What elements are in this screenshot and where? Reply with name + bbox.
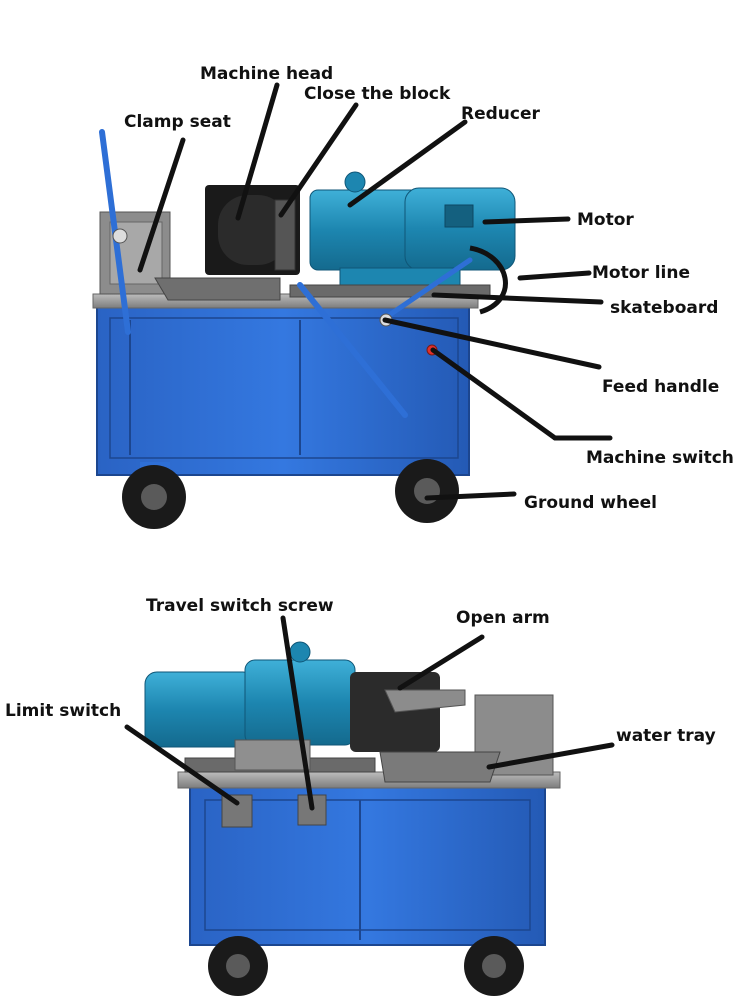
machine-head (205, 185, 300, 275)
motor-rear (144, 641, 356, 748)
label-ground-wheel: Ground wheel (524, 493, 658, 513)
machine-cabinet (96, 304, 470, 476)
chip-tray (154, 277, 281, 301)
rear-wheel-right (464, 936, 524, 996)
top-leader-lines (137, 82, 613, 501)
label-reducer: Reducer (461, 104, 540, 124)
bottom-machine-illustration (144, 641, 561, 996)
top-machine-illustration (92, 129, 516, 529)
bottom-leader-lines (124, 615, 615, 811)
machine-cabinet-rear (189, 784, 546, 946)
limit-switch (221, 794, 253, 828)
label-machine-head: Machine head (200, 64, 334, 84)
ground-wheel-left (122, 462, 186, 529)
label-limit-switch: Limit switch (5, 701, 122, 721)
label-travel-switch-screw: Travel switch screw (146, 596, 334, 616)
label-motor: Motor (577, 210, 634, 230)
water-tray (379, 751, 501, 783)
label-open-arm: Open arm (456, 608, 550, 628)
rear-wheel-left (208, 936, 268, 996)
label-feed-handle: Feed handle (602, 377, 720, 397)
label-water-tray: water tray (616, 726, 716, 746)
open-arm (384, 689, 466, 713)
label-clamp-seat: Clamp seat (124, 112, 231, 132)
label-motor-line: Motor line (592, 263, 690, 283)
motor-line-cable (469, 245, 508, 315)
label-machine-switch: Machine switch (586, 448, 734, 468)
label-close-the-block: Close the block (304, 84, 451, 104)
feed-handle (297, 282, 408, 418)
label-skateboard: skateboard (610, 298, 719, 318)
reducer (309, 171, 421, 271)
ground-wheel-right (395, 459, 459, 523)
